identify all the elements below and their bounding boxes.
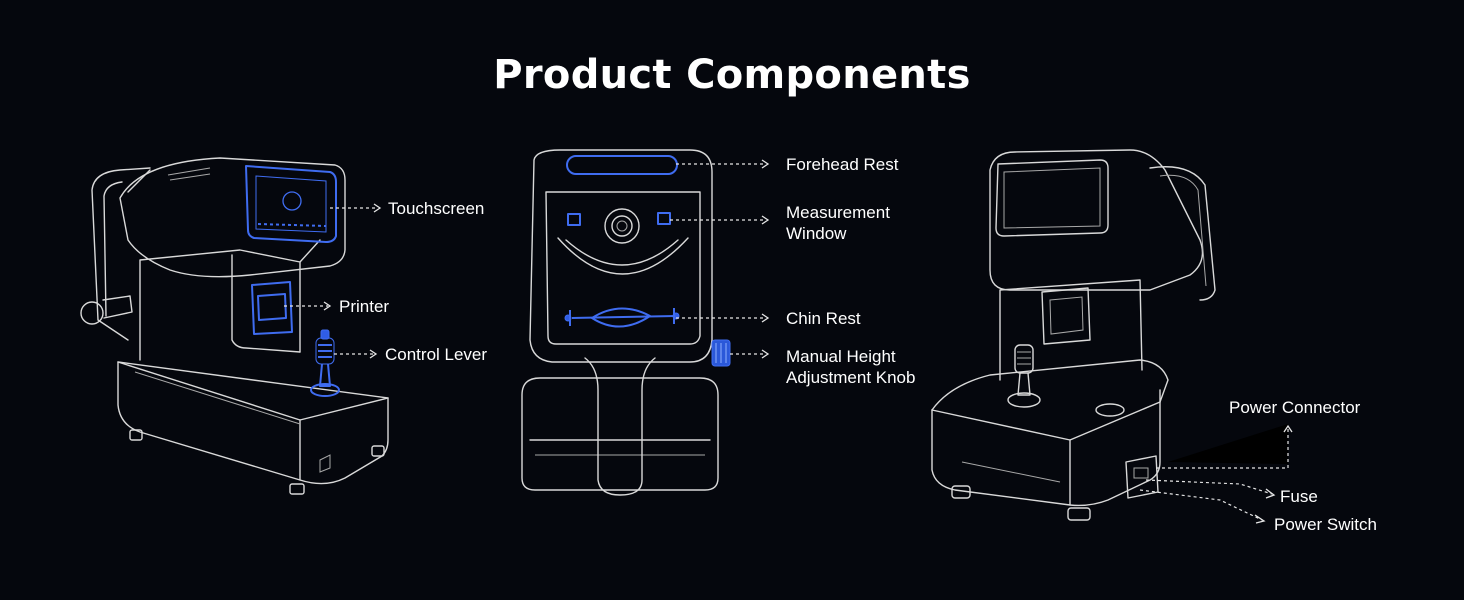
label-chin-rest: Chin Rest	[786, 309, 861, 328]
label-power-switch: Power Switch	[1274, 515, 1377, 534]
callout-lines	[284, 159, 1293, 524]
label-forehead-rest: Forehead Rest	[786, 155, 899, 174]
page-title: Product Components	[493, 52, 971, 98]
label-printer: Printer	[339, 297, 390, 316]
label-touchscreen: Touchscreen	[388, 199, 485, 218]
label-fuse: Fuse	[1280, 487, 1318, 506]
label-power-connector: Power Connector	[1229, 398, 1361, 417]
device-rear-view	[931, 149, 1288, 521]
label-height-adjustment-knob: Manual Height Adjustment Knob	[786, 347, 916, 387]
device-front-view	[521, 149, 731, 496]
label-measurement-window: Measurement Window	[786, 203, 890, 243]
label-control-lever: Control Lever	[385, 345, 488, 364]
device-left-view	[80, 157, 389, 495]
